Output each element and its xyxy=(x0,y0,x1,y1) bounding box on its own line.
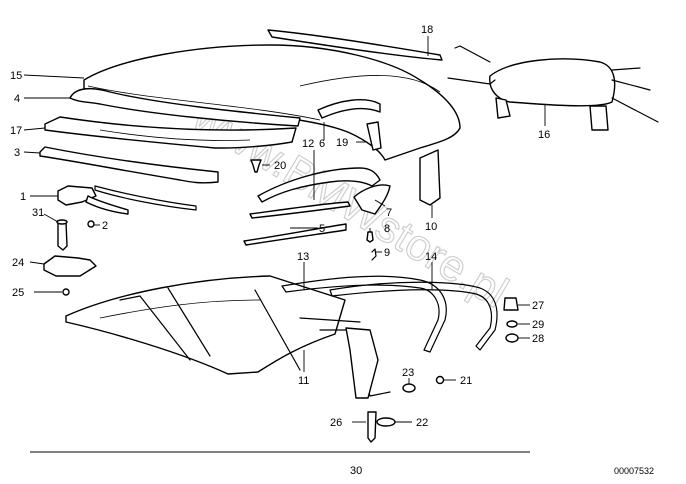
trim-7[interactable] xyxy=(353,184,391,215)
leader-lines xyxy=(23,36,546,423)
side-frame-12[interactable] xyxy=(243,167,381,246)
callout-9[interactable]: 9 xyxy=(384,247,390,259)
callout-14[interactable]: 14 xyxy=(425,251,437,263)
callout-21[interactable]: 21 xyxy=(460,375,472,387)
callout-8[interactable]: 8 xyxy=(384,223,390,235)
latch-1[interactable] xyxy=(57,185,129,215)
callout-24[interactable]: 24 xyxy=(12,257,24,269)
seal-strip-3[interactable] xyxy=(39,146,219,184)
washer-23[interactable] xyxy=(402,383,416,393)
headliner-16[interactable] xyxy=(447,45,659,131)
callout-18[interactable]: 18 xyxy=(421,24,433,36)
callout-22[interactable]: 22 xyxy=(416,417,428,429)
panel-10[interactable] xyxy=(419,149,441,206)
callout-10[interactable]: 10 xyxy=(425,221,437,233)
callout-30[interactable]: 30 xyxy=(350,465,362,477)
callout-27[interactable]: 27 xyxy=(532,300,544,312)
nut-28[interactable] xyxy=(505,333,519,343)
bolt-31[interactable] xyxy=(56,219,68,251)
callout-12[interactable]: 12 xyxy=(302,138,314,150)
screw-8[interactable] xyxy=(366,231,374,243)
bracket-24[interactable] xyxy=(43,255,97,277)
front-frame-17[interactable] xyxy=(44,116,297,149)
callout-17[interactable]: 17 xyxy=(10,125,22,137)
callout-4[interactable]: 4 xyxy=(14,93,20,105)
frame-11[interactable] xyxy=(65,275,391,399)
screw-2[interactable] xyxy=(87,220,95,228)
callout-2[interactable]: 2 xyxy=(102,220,108,232)
callout-28[interactable]: 28 xyxy=(532,333,544,345)
callout-6[interactable]: 6 xyxy=(319,138,325,150)
callout-3[interactable]: 3 xyxy=(14,147,20,159)
callout-26[interactable]: 26 xyxy=(330,417,342,429)
seal-14[interactable] xyxy=(329,281,498,351)
callout-5[interactable]: 5 xyxy=(319,223,325,235)
callout-29[interactable]: 29 xyxy=(532,319,544,331)
washer-29[interactable] xyxy=(506,320,518,328)
callout-31[interactable]: 31 xyxy=(32,207,44,219)
cap-27[interactable] xyxy=(503,297,519,311)
callout-20[interactable]: 20 xyxy=(274,160,286,172)
callout-16[interactable]: 16 xyxy=(538,129,550,141)
callout-15[interactable]: 15 xyxy=(10,70,22,82)
callout-19[interactable]: 19 xyxy=(336,137,348,149)
catalog-number: 00007532 xyxy=(614,466,654,476)
side-trim-6[interactable] xyxy=(317,99,381,119)
bolt-26[interactable] xyxy=(367,411,377,443)
callout-7[interactable]: 7 xyxy=(386,207,392,219)
callouts: 15 4 17 3 1 31 2 24 25 18 16 19 12 6 20 … xyxy=(10,24,550,477)
screw-25[interactable] xyxy=(62,288,70,296)
roof-strip-18[interactable] xyxy=(267,29,443,61)
front-seal-4[interactable] xyxy=(69,87,301,127)
callout-23[interactable]: 23 xyxy=(402,367,414,379)
pad-22[interactable] xyxy=(376,417,396,427)
nut-21[interactable] xyxy=(435,375,445,385)
callout-1[interactable]: 1 xyxy=(20,191,26,203)
clip-20[interactable] xyxy=(250,159,262,173)
clip-9[interactable] xyxy=(371,248,377,261)
bracket-19[interactable] xyxy=(366,121,382,151)
callout-25[interactable]: 25 xyxy=(12,287,24,299)
callout-11[interactable]: 11 xyxy=(298,375,309,387)
lower-strip[interactable] xyxy=(94,185,197,211)
callout-13[interactable]: 13 xyxy=(297,251,309,263)
